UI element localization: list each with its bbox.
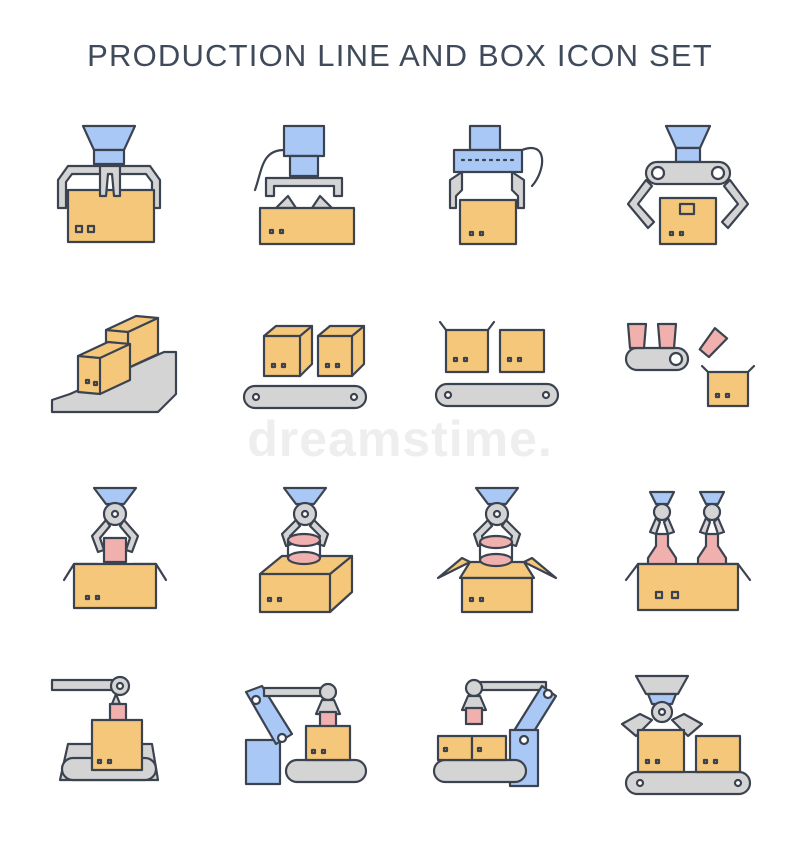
- overhead-arm-box-conveyor-icon: [50, 675, 160, 782]
- hopper-boxes-conveyor-icon: [620, 674, 752, 796]
- boxes-on-conveyor-3d-icon: [50, 314, 178, 414]
- gripper-cup-open-box-icon: [62, 486, 168, 610]
- two-boxes-conveyor-icon: [242, 324, 368, 410]
- boxes-flat-conveyor-icon: [434, 320, 560, 408]
- gripper-cup-flaps-box-icon: [436, 486, 558, 614]
- clamp-gripper-box-icon: [448, 124, 544, 246]
- grippers-bottles-box-icon: [624, 490, 752, 612]
- hopper-gripper-box-icon: [56, 124, 162, 244]
- robot-arm-gripper-box-icon: [626, 124, 750, 246]
- press-gripper-box-icon: [253, 124, 356, 246]
- bottle-filling-conveyor-icon: [624, 322, 756, 408]
- robot-arm-boxes-conveyor-icon: [432, 678, 558, 788]
- gripper-cup-closed-box-icon: [258, 486, 354, 614]
- page-title: PRODUCTION LINE AND BOX ICON SET: [87, 38, 713, 73]
- robot-arm-conveyor-box-icon: [244, 682, 368, 786]
- watermark: dreamstime.: [247, 411, 553, 467]
